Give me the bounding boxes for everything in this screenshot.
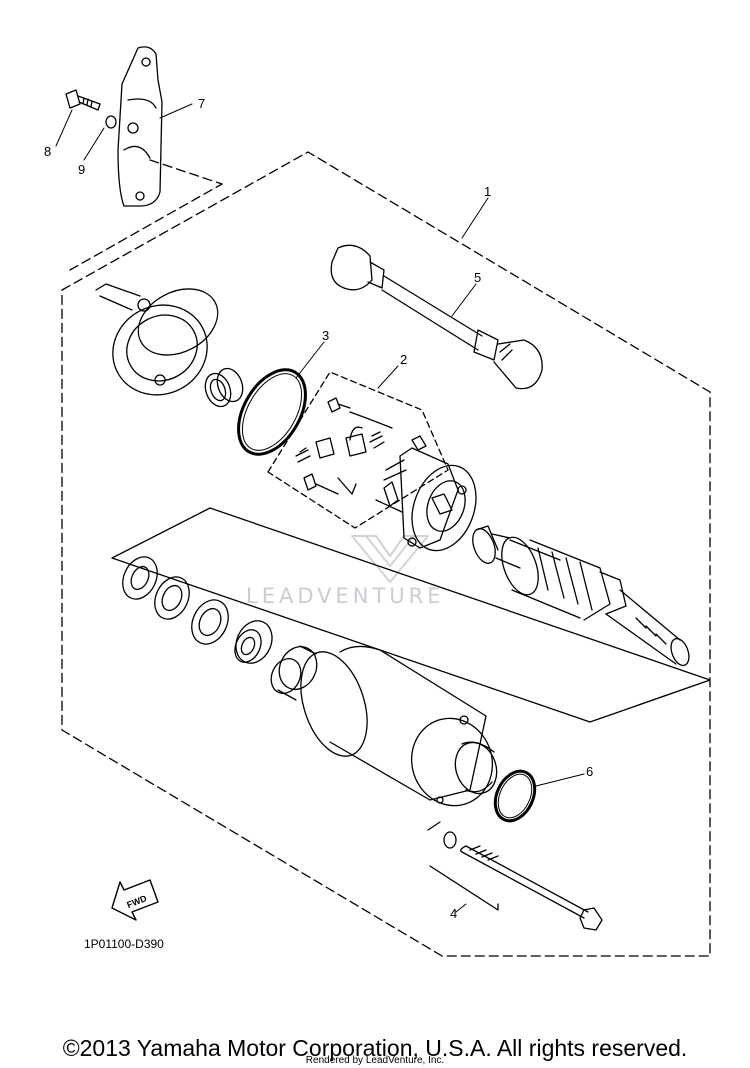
mounting-bracket: [117, 46, 163, 207]
callout-5: 5: [474, 270, 481, 285]
rendered-by-credit: Rendered by LeadVenture, Inc.: [305, 1055, 445, 1066]
through-bolt-4: [427, 821, 603, 931]
o-ring-6: [493, 769, 537, 823]
armature: [472, 525, 690, 667]
brush-plate: [375, 447, 477, 552]
callout-7: 7: [198, 96, 205, 111]
callout-4: 4: [450, 906, 457, 921]
brush-holder-parts: [295, 397, 427, 495]
callout-1: 1: [484, 184, 491, 199]
pinion-shaft-5: [330, 244, 543, 390]
fwd-arrow-icon: [111, 879, 159, 921]
copyright-notice: ©2013 Yamaha Motor Corporation, U.S.A. A…: [62, 1035, 688, 1061]
bolt-leader-bracket: [429, 865, 499, 911]
callout-6: 6: [586, 764, 593, 779]
bolt-8: [65, 89, 101, 111]
rear-bearing: [204, 367, 244, 408]
rear-cover: [95, 283, 219, 396]
drawing-code: 1P01100-D390: [84, 937, 164, 951]
callout-9: 9: [78, 162, 85, 177]
callout-3: 3: [322, 328, 329, 343]
assembly-outline: [61, 151, 711, 957]
watermark-text: LEADVENTURE: [246, 584, 445, 608]
o-ring-3: [237, 368, 307, 456]
callout-2: 2: [400, 352, 407, 367]
motor-yoke: [300, 645, 498, 807]
washer-9: [105, 115, 117, 129]
callout-8: 8: [44, 144, 51, 159]
leadventure-watermark: LEADVENTURE: [246, 535, 445, 608]
callout-leaders: [55, 103, 585, 913]
brush-holder-outline: [267, 371, 449, 529]
shim-washers: [122, 556, 318, 701]
armature-group-outline: [111, 507, 711, 723]
